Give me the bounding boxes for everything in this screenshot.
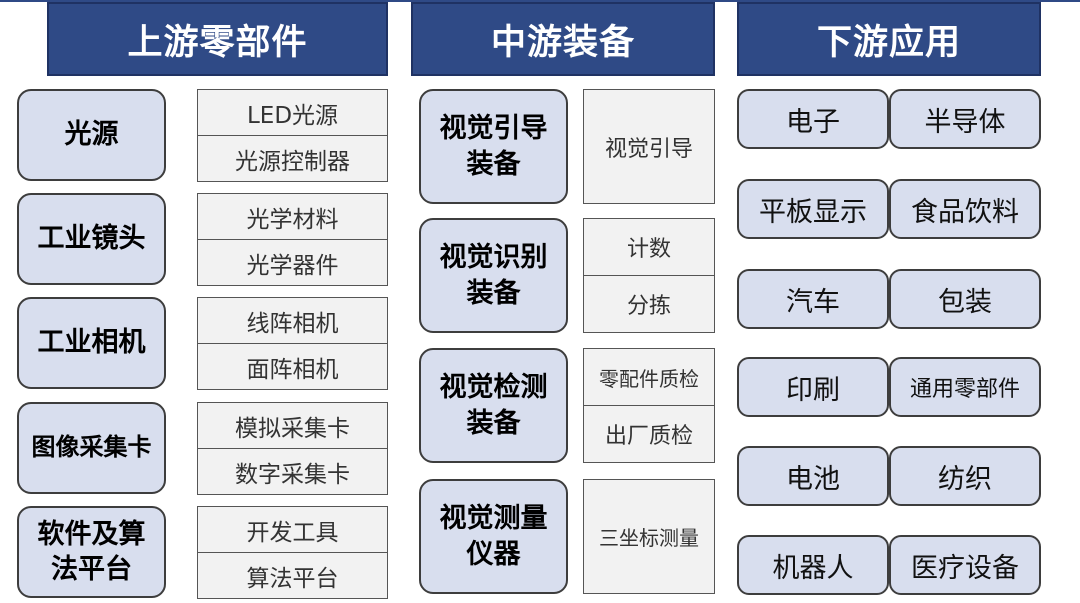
midstream-item: 视觉引导: [583, 89, 715, 204]
downstream-app: 平板显示: [737, 179, 889, 239]
header-downstream: 下游应用: [737, 2, 1041, 76]
upstream-item: 开发工具: [197, 506, 388, 553]
midstream-node-guidance: 视觉引导装备: [419, 89, 568, 204]
downstream-app: 食品饮料: [889, 179, 1041, 239]
midstream-node-inspection: 视觉检测装备: [419, 348, 568, 463]
upstream-item: 数字采集卡: [197, 448, 388, 495]
upstream-item: 面阵相机: [197, 343, 388, 390]
upstream-node-software-platform: 软件及算法平台: [17, 506, 166, 598]
header-upstream: 上游零部件: [47, 2, 388, 76]
downstream-app: 医疗设备: [889, 535, 1041, 595]
downstream-app: 通用零部件: [889, 357, 1041, 417]
downstream-app: 机器人: [737, 535, 889, 595]
header-midstream: 中游装备: [411, 2, 715, 76]
upstream-node-industrial-camera: 工业相机: [17, 297, 166, 389]
midstream-item: 分拣: [583, 275, 715, 333]
midstream-item: 出厂质检: [583, 405, 715, 463]
upstream-node-industrial-lens: 工业镜头: [17, 193, 166, 285]
upstream-item: 算法平台: [197, 552, 388, 599]
top-rule: [0, 0, 1080, 2]
upstream-item: 模拟采集卡: [197, 402, 388, 449]
midstream-item: 三坐标测量: [583, 479, 715, 594]
downstream-app: 汽车: [737, 269, 889, 329]
downstream-app: 电子: [737, 89, 889, 149]
downstream-app: 包装: [889, 269, 1041, 329]
upstream-node-frame-grabber: 图像采集卡: [17, 402, 166, 494]
downstream-app: 半导体: [889, 89, 1041, 149]
upstream-item: 光学器件: [197, 239, 388, 286]
downstream-app: 电池: [737, 446, 889, 506]
upstream-item: 光源控制器: [197, 135, 388, 182]
downstream-app: 纺织: [889, 446, 1041, 506]
midstream-item: 零配件质检: [583, 348, 715, 406]
upstream-item: 光学材料: [197, 193, 388, 240]
midstream-node-recognition: 视觉识别装备: [419, 218, 568, 333]
downstream-app: 印刷: [737, 357, 889, 417]
upstream-node-light-source: 光源: [17, 89, 166, 181]
upstream-item: LED光源: [197, 89, 388, 136]
midstream-node-measurement: 视觉测量仪器: [419, 479, 568, 594]
upstream-item: 线阵相机: [197, 297, 388, 344]
midstream-item: 计数: [583, 218, 715, 276]
